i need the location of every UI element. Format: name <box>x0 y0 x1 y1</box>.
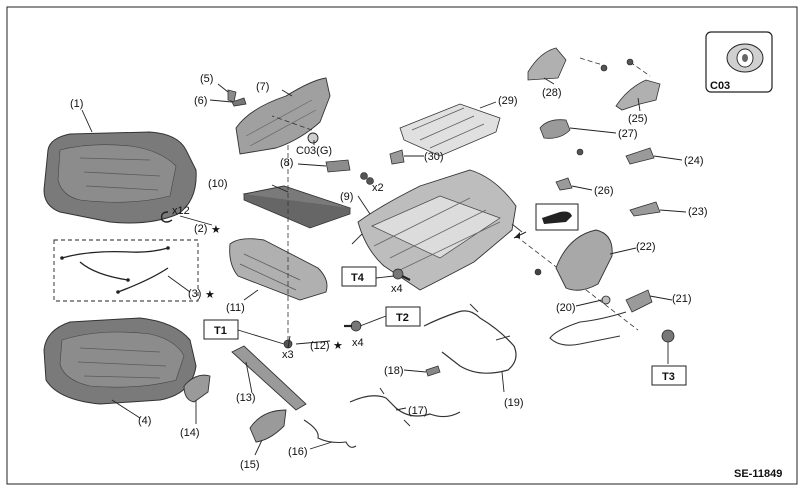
callout-29: (29) <box>498 95 518 107</box>
torque-label-t3: T3 <box>662 371 675 383</box>
callout-24: (24) <box>684 155 704 167</box>
screw-22-part <box>534 268 542 276</box>
callout-30: (30) <box>424 151 444 163</box>
callout-18: (18) <box>384 365 404 377</box>
screw-27-part <box>576 148 584 156</box>
torque-box-t4 <box>341 266 377 287</box>
callout-11: (11) <box>226 302 245 314</box>
bracket-26-part <box>555 177 573 191</box>
callout-12: (12) <box>310 340 330 352</box>
callout-4: (4) <box>138 415 151 427</box>
callout-20: (20) <box>556 302 576 314</box>
inset-c03 <box>705 31 773 93</box>
quantity-x3: x3 <box>282 349 294 361</box>
trim-28-part <box>527 47 567 81</box>
screw-28-part <box>600 64 608 72</box>
cover-24-part <box>625 147 655 165</box>
clip-6-part <box>231 97 247 107</box>
cushion-frame-part <box>229 238 328 301</box>
callout-21: (21) <box>672 293 692 305</box>
quantity-x2: x2 <box>372 182 384 194</box>
recliner-cover-part <box>555 229 613 291</box>
harness-19-branch <box>469 303 511 341</box>
seat-back-part <box>43 131 197 224</box>
lever-icon <box>535 203 579 231</box>
callout-15: (15) <box>240 459 260 471</box>
alignment-line <box>271 115 313 131</box>
callout-27: (27) <box>618 128 638 140</box>
callout-17: (17) <box>408 405 428 417</box>
cover-23-part <box>629 201 661 217</box>
star-mark-3: ★ <box>205 289 215 301</box>
clip-c03g-part <box>307 132 319 144</box>
torque-label-t1: T1 <box>214 325 227 337</box>
figure-code: SE-11849 <box>734 468 782 480</box>
callout-6: (6) <box>194 95 207 107</box>
callout-28: (28) <box>542 87 562 99</box>
rail-cover-part <box>231 345 307 411</box>
callout-8: (8) <box>280 157 293 169</box>
hook-clip-part <box>160 211 173 223</box>
frame-29-part <box>399 103 501 157</box>
callout-26: (26) <box>594 185 614 197</box>
star-mark-2: ★ <box>211 224 221 236</box>
torque-box-t1 <box>203 319 285 345</box>
harness-19-part <box>423 310 517 374</box>
lever-arrowhead <box>514 232 520 238</box>
alignment-line <box>579 57 651 77</box>
wire-set-part <box>53 239 199 302</box>
callout-16: (16) <box>288 446 308 458</box>
callout-2: (2) <box>194 223 207 235</box>
screw-x2-part <box>360 172 374 185</box>
knob-cover-part <box>183 374 211 403</box>
callout-25: (25) <box>628 113 648 125</box>
callout-22: (22) <box>636 241 656 253</box>
quantity-x4-t2: x4 <box>352 337 364 349</box>
cover-27-part <box>539 119 571 139</box>
harness-17-branch <box>379 387 411 427</box>
quantity-x4-t4: x4 <box>391 283 403 295</box>
quantity-x12: x12 <box>172 205 190 217</box>
inset-code: C03 <box>710 80 730 92</box>
trim-25-part <box>615 79 661 111</box>
seat-cushion-part <box>43 317 197 405</box>
clip-label-c03g: C03(G) <box>296 145 332 157</box>
washer-20-part <box>601 295 611 305</box>
callout-1: (1) <box>70 98 83 110</box>
leader-lines <box>81 77 687 456</box>
nut-t3-part <box>661 329 675 343</box>
harness-17-part <box>349 395 461 418</box>
torque-box-t3 <box>651 365 687 386</box>
buckle-21-part <box>549 289 653 346</box>
torque-label-t4: T4 <box>351 272 365 284</box>
callout-23: (23) <box>688 206 708 218</box>
callout-7: (7) <box>256 81 269 93</box>
screw-25-part <box>626 58 634 66</box>
callout-19: (19) <box>504 397 524 409</box>
torque-box-t2 <box>385 306 421 327</box>
callout-9: (9) <box>340 191 353 203</box>
seat-frame-part <box>351 169 523 291</box>
callout-5: (5) <box>200 73 213 85</box>
callout-10: (10) <box>208 178 228 190</box>
back-panel-part <box>235 77 331 155</box>
torque-label-t2: T2 <box>396 312 409 324</box>
callout-3: (3) <box>188 288 201 300</box>
bolt-t4-part <box>392 268 411 281</box>
bracket-30-part <box>389 149 405 165</box>
star-mark-12: ★ <box>333 340 343 352</box>
callout-14: (14) <box>180 427 200 439</box>
bracket-8-part <box>325 159 351 173</box>
callout-13: (13) <box>236 392 256 404</box>
connector-18-part <box>425 365 441 377</box>
